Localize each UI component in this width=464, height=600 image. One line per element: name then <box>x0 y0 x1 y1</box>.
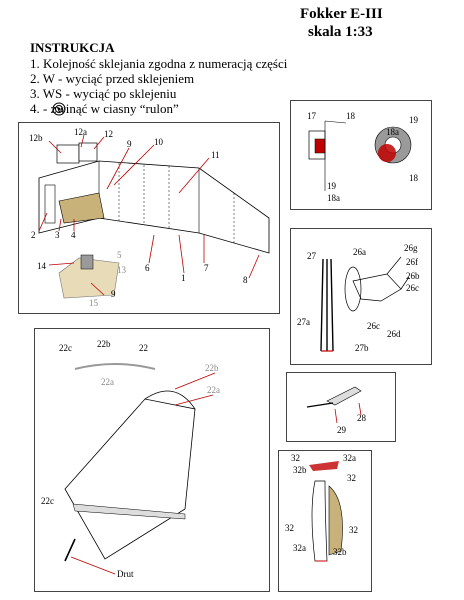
tail-diagram: 32 32a 32b 32 32 32 32a 32b <box>285 453 358 562</box>
label-22: 22 <box>139 343 148 353</box>
label-27: 27 <box>307 251 317 261</box>
label-32-2: 32 <box>347 473 356 483</box>
label-28: 28 <box>357 413 367 423</box>
label-32-4: 32 <box>349 525 358 535</box>
label-22b: 22b <box>97 339 111 349</box>
label-10: 10 <box>154 137 164 147</box>
title-line-2: skala 1:33 <box>308 24 373 40</box>
label-22a: 22a <box>101 377 114 387</box>
label-26c: 26c <box>406 283 419 293</box>
label-26g: 26g <box>404 243 418 253</box>
instruction-4: 4. - zwinąć w ciasny “rulon” <box>30 101 287 116</box>
label-26f: 26f <box>406 257 418 267</box>
label-12b: 12b <box>29 133 43 143</box>
propeller-panel: 28 29 <box>286 372 396 442</box>
undercarriage-panel: 27 26a 26g 26f 26b 26c 26c 26d 27a 27b <box>290 228 432 365</box>
propeller-diagram: 28 29 <box>306 386 367 435</box>
label-26c-2: 26c <box>367 321 380 331</box>
label-15: 15 <box>89 298 99 308</box>
label-9b: 9 <box>111 289 116 299</box>
label-32-3: 32 <box>285 523 294 533</box>
label-32b-2: 32b <box>333 547 347 557</box>
instruction-3: 3. WS - wyciąć po sklejeniu <box>30 86 177 101</box>
label-19b: 19 <box>327 181 337 191</box>
label-7: 7 <box>204 263 209 273</box>
label-1: 1 <box>181 273 186 283</box>
label-18b: 18 <box>409 173 419 183</box>
label-32: 32 <box>291 453 300 463</box>
label-17: 17 <box>307 111 317 121</box>
label-32a: 32a <box>343 453 356 463</box>
label-12a: 12a <box>74 127 87 137</box>
fuselage-panel: 12b 12a 12 9 10 11 2 3 4 5 6 1 7 8 14 13… <box>18 122 280 314</box>
label-32b: 32b <box>293 465 307 475</box>
label-27a: 27a <box>297 317 310 327</box>
instruction-2: 2. W - wyciąć przed sklejeniem <box>30 71 195 86</box>
label-4: 4 <box>71 230 76 240</box>
instruction-1: 1. Kolejność sklejania zgodna z numeracj… <box>30 56 288 71</box>
label-8: 8 <box>243 275 248 285</box>
wheel-detail-panel: 17 18 18a 19 19 18 18a <box>290 100 432 210</box>
label-3: 3 <box>55 230 60 240</box>
label-18: 18 <box>346 111 356 121</box>
label-14: 14 <box>37 261 47 271</box>
label-19: 19 <box>409 115 419 125</box>
wheel-detail-diagram: 17 18 18a 19 19 18 18a <box>307 111 419 203</box>
label-18a-2: 18a <box>327 193 340 203</box>
spiral-roll-icon <box>52 102 66 116</box>
label-13: 13 <box>117 265 127 275</box>
tail-panel: 32 32a 32b 32 32 32 32a 32b <box>278 450 372 592</box>
wing-panel: 22c 22b 22 22a 22b 22a 22c Drut <box>34 328 270 592</box>
label-22a-2: 22a <box>207 385 220 395</box>
label-drut: Drut <box>117 569 134 579</box>
label-26d: 26d <box>387 329 401 339</box>
label-11: 11 <box>211 150 220 160</box>
instructions-heading: INSTRUKCJA <box>30 40 115 55</box>
label-5: 5 <box>117 250 122 260</box>
label-29: 29 <box>337 425 347 435</box>
label-12: 12 <box>104 129 113 139</box>
instruction-4-text: 4. - zwinąć w ciasny “rulon” <box>30 101 179 116</box>
label-2: 2 <box>31 230 36 240</box>
label-22b-2: 22b <box>205 363 219 373</box>
fuselage-diagram: 12b 12a 12 9 10 11 2 3 4 5 6 1 7 8 14 13… <box>29 127 270 308</box>
label-9: 9 <box>127 139 132 149</box>
undercarriage-diagram: 27 26a 26g 26f 26b 26c 26c 26d 27a 27b <box>297 243 420 353</box>
wing-diagram: 22c 22b 22 22a 22b 22a 22c Drut <box>41 339 220 579</box>
label-27b: 27b <box>355 343 369 353</box>
label-6: 6 <box>145 263 150 273</box>
label-22c-2: 22c <box>41 496 54 506</box>
label-22c: 22c <box>59 343 72 353</box>
label-26b: 26b <box>406 271 420 281</box>
label-18a: 18a <box>386 127 399 137</box>
instructions: INSTRUKCJA 1. Kolejność sklejania zgodna… <box>30 40 287 116</box>
label-26a: 26a <box>353 247 366 257</box>
title-line-1: Fokker E-III <box>300 6 383 22</box>
label-32a-2: 32a <box>293 543 306 553</box>
